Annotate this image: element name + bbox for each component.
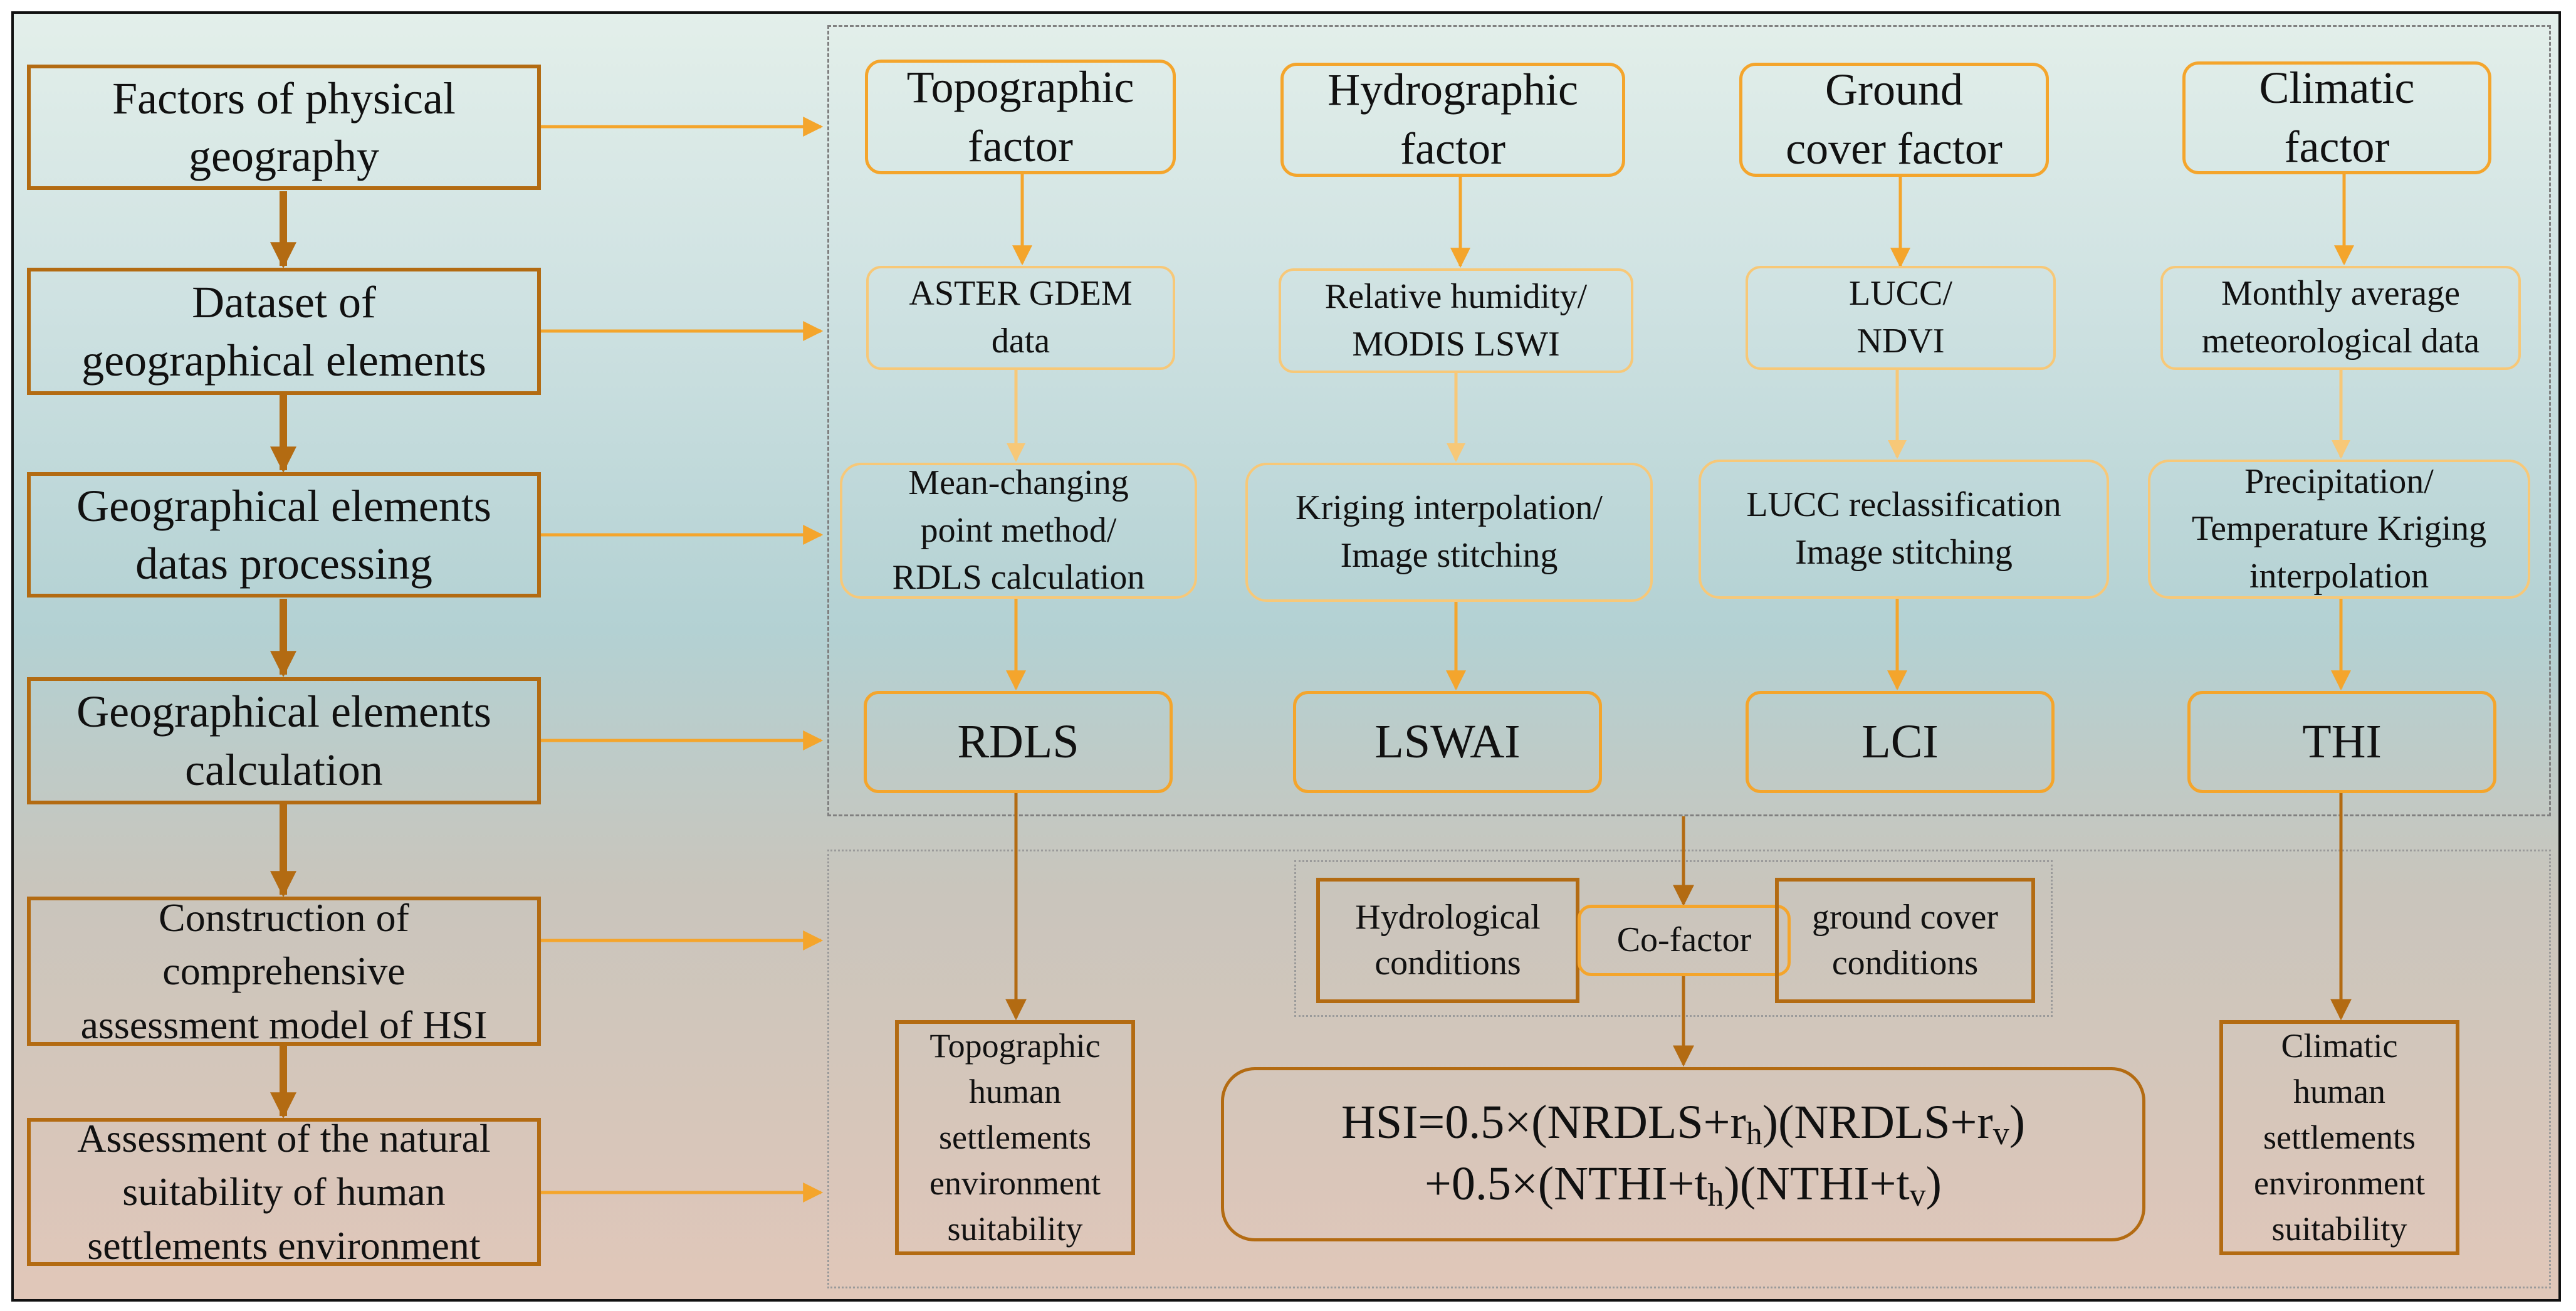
stage-physical-factors: Factors of physical geography bbox=[27, 65, 541, 190]
co-factor: Co-factor bbox=[1578, 905, 1791, 976]
stage-calculation: Geographical elements calculation bbox=[27, 677, 541, 804]
stage-assessment: Assessment of the natural suitability of… bbox=[27, 1116, 541, 1268]
hydrological-conditions: Hydrological conditions bbox=[1316, 878, 1579, 1003]
model-panel bbox=[827, 850, 2551, 1288]
header-ground-cover-factor: Ground cover factor bbox=[1739, 63, 2049, 177]
process-rdls-calculation: Mean-changing point method/ RDLS calcula… bbox=[840, 463, 1197, 599]
index-lci: LCI bbox=[1746, 691, 2055, 793]
data-lucc-ndvi: LUCC/ NDVI bbox=[1746, 266, 2056, 370]
header-hydrographic-factor: Hydrographic factor bbox=[1280, 63, 1625, 177]
ground-cover-conditions: ground cover conditions bbox=[1775, 878, 2035, 1003]
process-kriging-stitching: Kriging interpolation/ Image stitching bbox=[1245, 463, 1653, 602]
stage-dataset: Dataset of geographical elements bbox=[27, 268, 541, 395]
process-lucc-reclassification: LUCC reclassification Image stitching bbox=[1699, 460, 2109, 599]
formula-line-2: +0.5×(NTHI+th)(NTHI+tv) bbox=[1425, 1157, 1942, 1213]
stage-model-construction: Construction of comprehensive assessment… bbox=[27, 895, 541, 1047]
index-thi: THI bbox=[2187, 691, 2496, 793]
process-temperature-kriging: Precipitation/ Temperature Kriging inter… bbox=[2148, 460, 2530, 599]
formula-line-1: HSI=0.5×(NRDLS+rh)(NRDLS+rv) bbox=[1341, 1096, 2026, 1152]
index-rdls: RDLS bbox=[864, 691, 1173, 793]
data-humidity-lswi: Relative humidity/ MODIS LSWI bbox=[1279, 268, 1633, 373]
header-topographic-factor: Topographic factor bbox=[865, 60, 1176, 174]
result-topographic-suitability: Topographic human settlements environmen… bbox=[895, 1020, 1135, 1255]
data-aster-gdem: ASTER GDEM data bbox=[866, 266, 1175, 370]
factor-panel bbox=[827, 25, 2551, 816]
hsi-formula: HSI=0.5×(NRDLS+rh)(NRDLS+rv) +0.5×(NTHI+… bbox=[1221, 1067, 2145, 1241]
stage-data-processing: Geographical elements datas processing bbox=[27, 472, 541, 598]
cofactor-group bbox=[1294, 860, 2053, 1017]
data-meteorological: Monthly average meteorological data bbox=[2160, 266, 2521, 370]
index-lswai: LSWAI bbox=[1293, 691, 1602, 793]
header-climatic-factor: Climatic factor bbox=[2182, 61, 2491, 174]
result-climatic-suitability: Climatic human settlements environment s… bbox=[2219, 1020, 2459, 1255]
